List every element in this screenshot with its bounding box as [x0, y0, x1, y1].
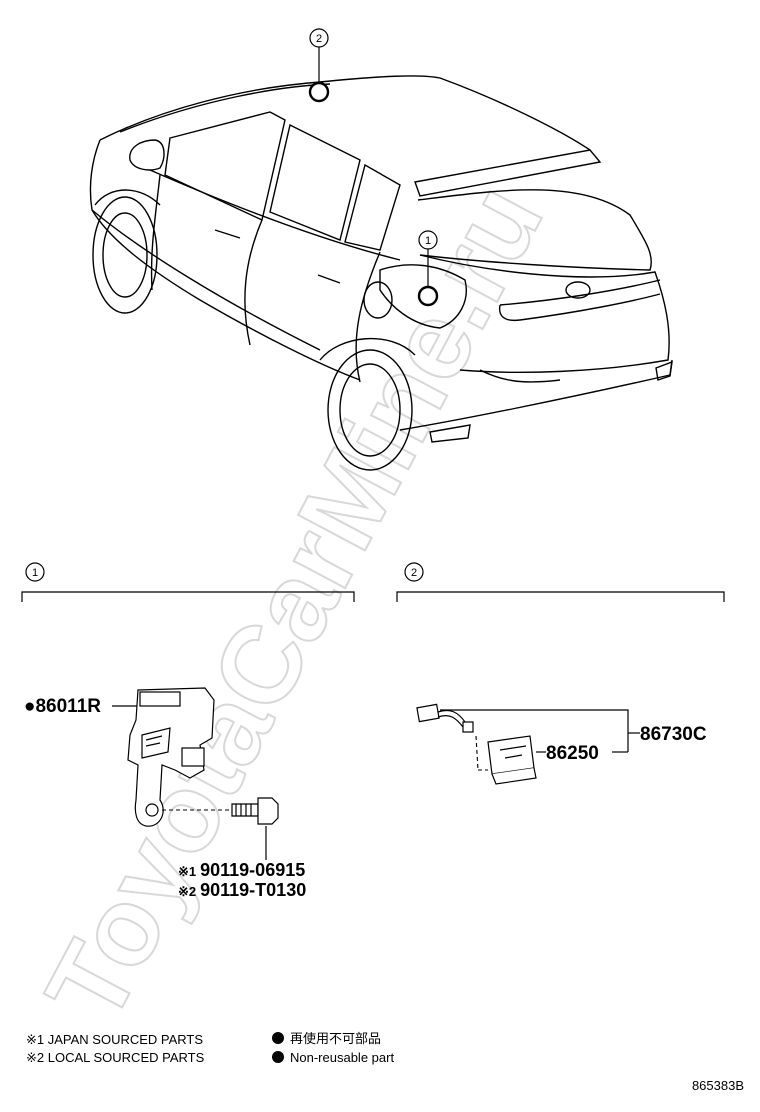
legend-local-sourced: ※2 LOCAL SOURCED PARTS — [26, 1050, 205, 1065]
non-reusable-dot-icon — [272, 1051, 284, 1063]
non-reusable-mark: ● — [24, 696, 35, 717]
bolt-note-1-mark: ※1 — [178, 864, 196, 879]
section-2-label: 2 — [411, 567, 417, 579]
callout-2: 2 — [308, 28, 330, 103]
section-2: 2 86250 86730C — [396, 562, 725, 785]
callout-1-number: 1 — [425, 235, 431, 247]
bolt-note-2: ※2 90119-T0130 — [178, 880, 306, 900]
section-1-bracket — [21, 591, 355, 602]
section-1-label: 1 — [32, 567, 38, 579]
diagram-ref-code: 865383B — [692, 1078, 744, 1093]
non-reusable-dot-icon — [272, 1032, 284, 1044]
section-1: 1 ●86011R ※1 90119-06915 ※2 — [21, 562, 355, 900]
callout-1: 1 — [417, 230, 439, 307]
bolt-note-1: ※1 90119-06915 — [178, 860, 305, 880]
bolt-note-1-part: 90119-06915 — [200, 860, 305, 880]
vehicle-illustration — [89, 75, 673, 471]
legend: ※1 JAPAN SOURCED PARTS ※2 LOCAL SOURCED … — [26, 1031, 394, 1065]
part-86011R-number: 86011R — [35, 696, 101, 717]
watermark: ToyotaCarMine.ru — [23, 165, 567, 1041]
unit-part-86250 — [487, 735, 537, 785]
part-86730C: 86730C — [640, 724, 707, 745]
sensor-part-86011R — [127, 687, 215, 827]
legend-japan-sourced: ※1 JAPAN SOURCED PARTS — [26, 1032, 203, 1047]
bolt-note-2-mark: ※2 — [178, 884, 196, 899]
bolt-part — [162, 797, 279, 860]
wire-harness-part — [416, 703, 488, 771]
section-2-bracket — [396, 591, 725, 602]
legend-non-reusable-ja: 再使用不可部品 — [290, 1031, 381, 1046]
part-86250: 86250 — [546, 743, 599, 764]
callout-2-number: 2 — [316, 33, 322, 45]
bolt-note-2-part: 90119-T0130 — [200, 880, 306, 900]
part-86011R: ●86011R — [24, 696, 101, 717]
legend-non-reusable-en: Non-reusable part — [290, 1050, 394, 1065]
